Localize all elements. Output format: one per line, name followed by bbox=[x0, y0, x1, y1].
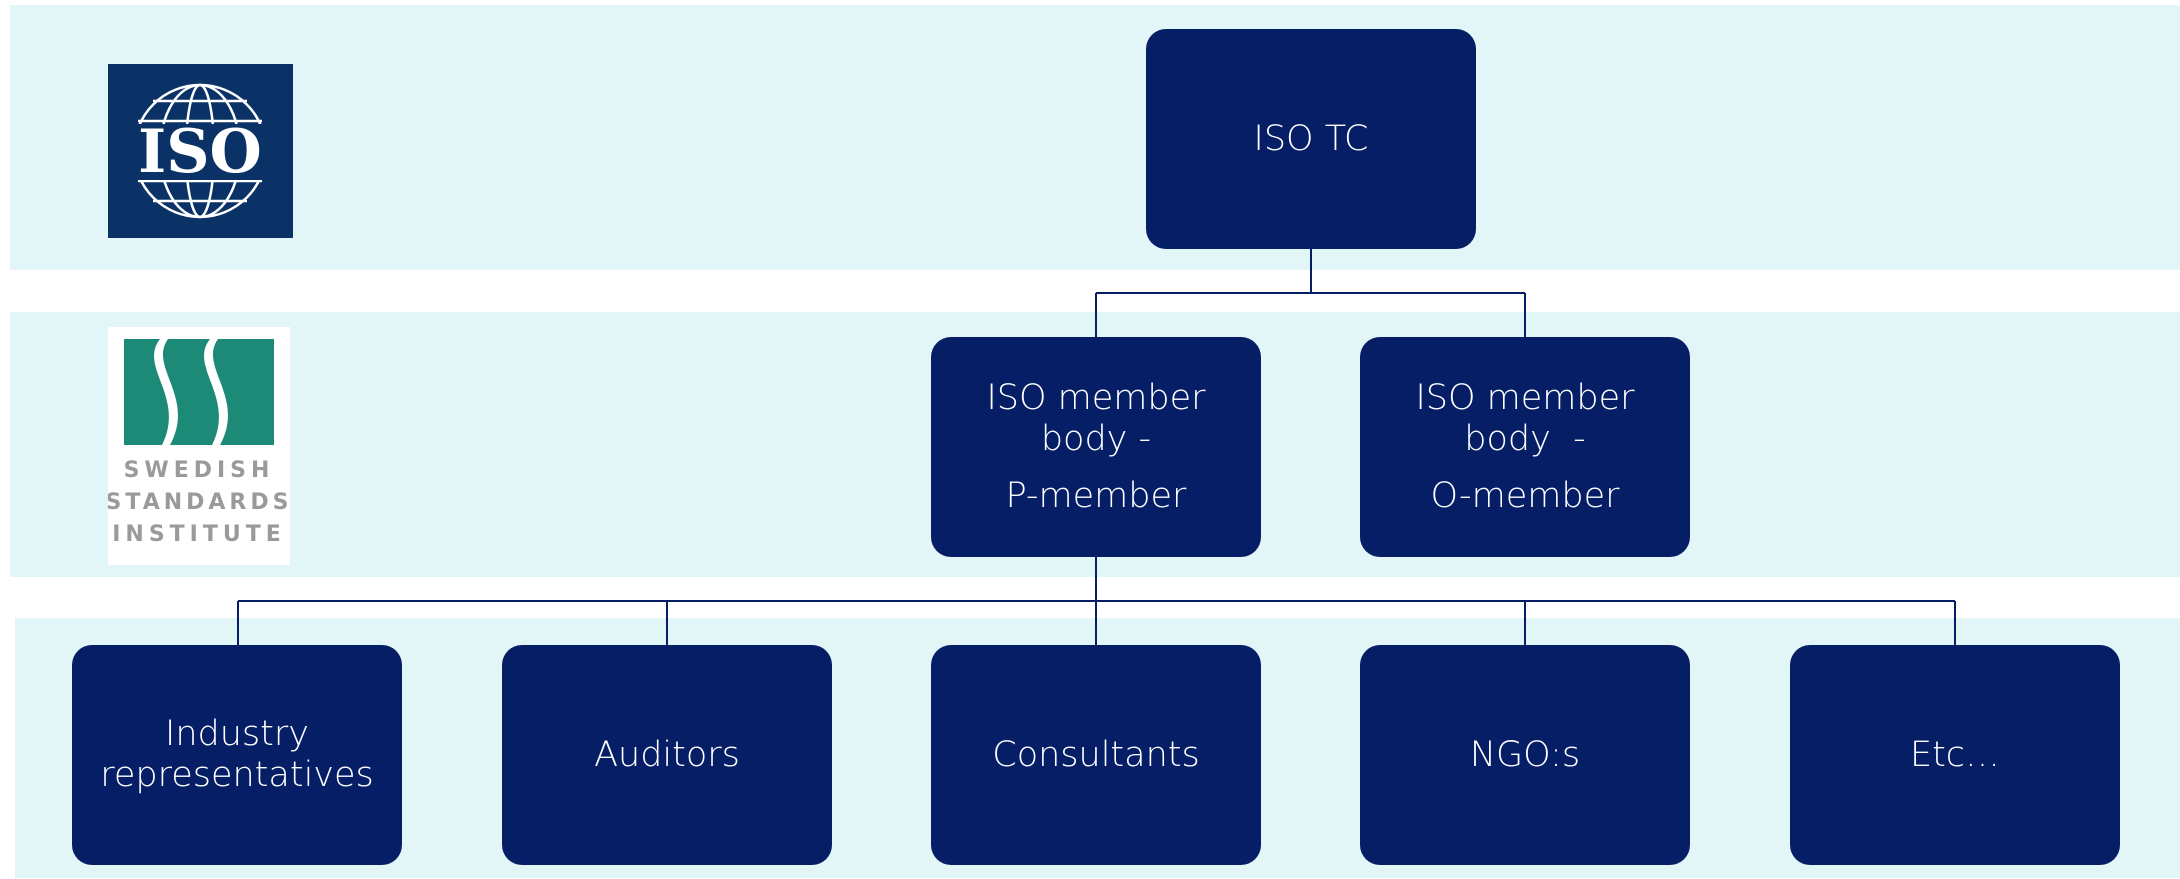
node-consultants: Consultants bbox=[931, 645, 1261, 865]
node-o-member-line-3: O-member bbox=[1430, 475, 1620, 516]
node-iso-tc-label: ISO TC bbox=[1253, 118, 1369, 159]
iso-logo: ISO bbox=[108, 64, 293, 238]
node-p-member-line-2: body - bbox=[1040, 418, 1152, 459]
node-auditors-label: Auditors bbox=[594, 734, 740, 775]
node-p-member-line-1: ISO member bbox=[986, 377, 1206, 418]
sis-logo-line-2: STANDARDS bbox=[108, 490, 290, 515]
iso-globe-logo-icon: ISO bbox=[108, 64, 293, 238]
node-consultants-label: Consultants bbox=[992, 734, 1200, 775]
iso-logo-text: ISO bbox=[138, 117, 262, 187]
node-iso-tc: ISO TC bbox=[1146, 29, 1476, 249]
connector-p-member-to-stakeholders bbox=[237, 556, 1956, 646]
node-o-member-line-1: ISO member bbox=[1415, 377, 1635, 418]
band-iso-level bbox=[10, 5, 2180, 270]
node-o-member-line-2: body - bbox=[1464, 418, 1586, 459]
sis-logo-icon: SWEDISH STANDARDS INSTITUTE bbox=[106, 327, 290, 565]
node-industry-line-1: Industry bbox=[165, 714, 309, 754]
sis-logo-line-3: INSTITUTE bbox=[112, 522, 286, 547]
node-ngos: NGO:s bbox=[1360, 645, 1690, 865]
node-p-member: ISO member body - P-member bbox=[931, 337, 1261, 557]
node-etc: Etc… bbox=[1790, 645, 2120, 865]
node-o-member: ISO member body - O-member bbox=[1360, 337, 1690, 557]
node-industry-representatives: Industry representatives bbox=[72, 645, 402, 865]
connector-tc-to-members bbox=[1095, 248, 1526, 338]
sis-logo: SWEDISH STANDARDS INSTITUTE bbox=[106, 327, 290, 565]
node-p-member-line-3: P-member bbox=[1005, 475, 1187, 516]
node-etc-label: Etc… bbox=[1909, 734, 2001, 775]
node-auditors: Auditors bbox=[502, 645, 832, 865]
node-ngos-label: NGO:s bbox=[1469, 734, 1581, 775]
node-industry-line-2: representatives bbox=[100, 755, 374, 795]
sis-logo-line-1: SWEDISH bbox=[124, 458, 275, 483]
